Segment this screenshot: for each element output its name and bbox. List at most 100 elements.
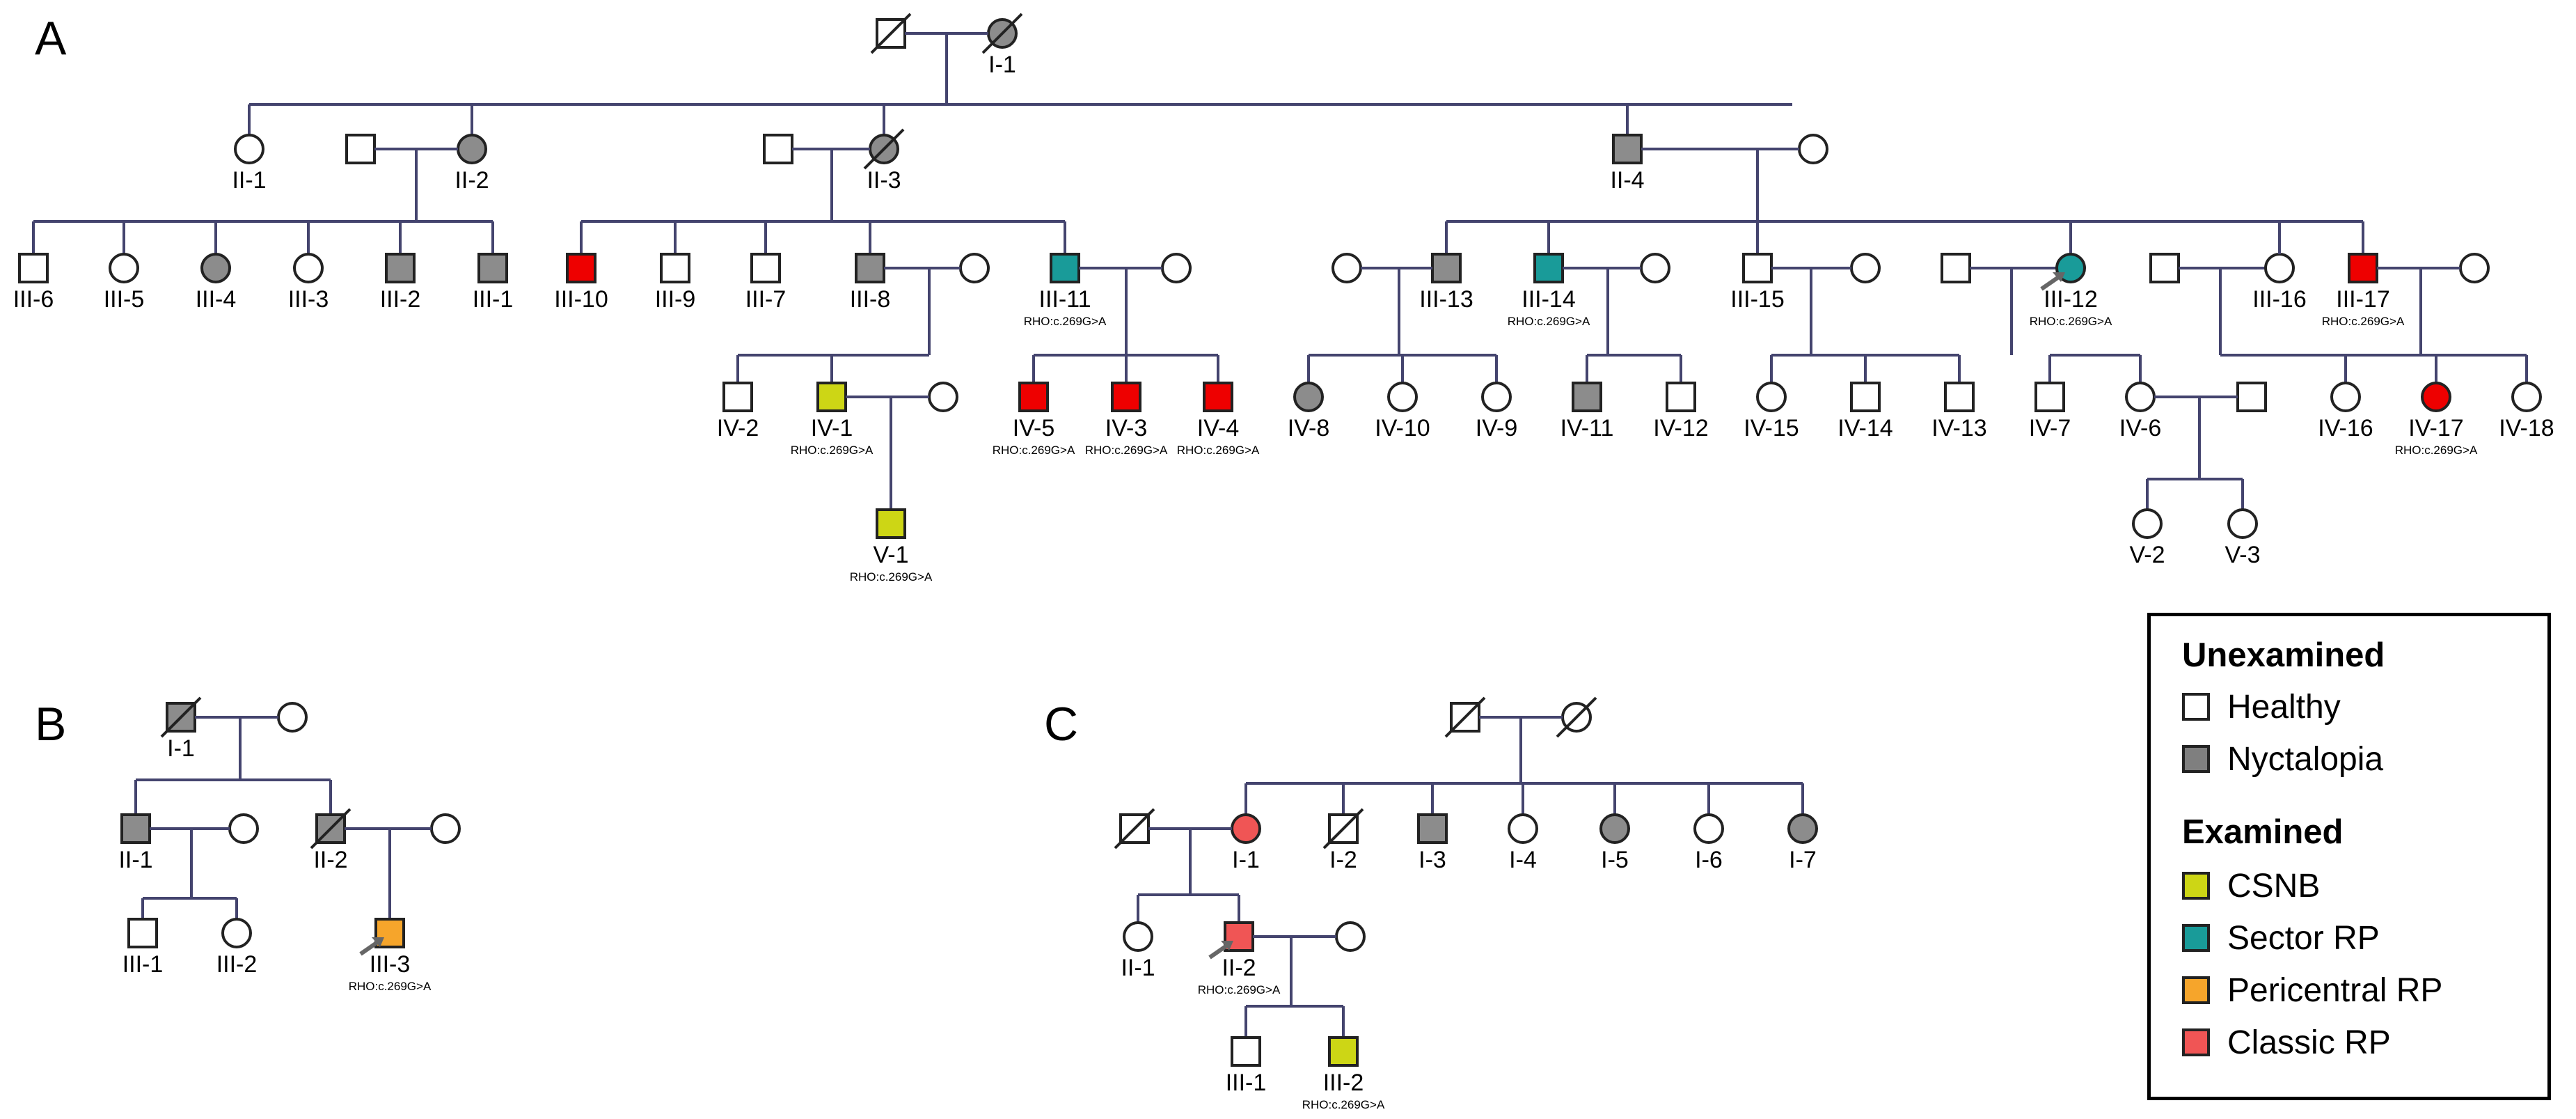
- legend-examined-title: Examined: [2182, 813, 2344, 851]
- female-symbol: [430, 813, 461, 844]
- individual-label: IV-13: [1931, 415, 1986, 441]
- male-symbol: [763, 134, 793, 164]
- legend-swatch-healthy: [2182, 693, 2210, 721]
- individual-label: IV-17: [2408, 415, 2463, 441]
- individual-label: II-2: [455, 167, 489, 194]
- male-symbol: [374, 918, 405, 948]
- individual-label: I-7: [1789, 847, 1817, 873]
- proband-arrow: [2040, 274, 2061, 291]
- mutation-label: RHO:c.269G>A: [2030, 315, 2112, 328]
- individual-label: IV-18: [2499, 415, 2554, 441]
- female-symbol: [1798, 134, 1828, 164]
- individual-label: II-2: [313, 847, 347, 873]
- individual-label: III-6: [13, 286, 54, 313]
- male-symbol: [1612, 134, 1643, 164]
- individual-label: III-7: [745, 286, 787, 313]
- individual-label: IV-9: [1476, 415, 1517, 441]
- male-symbol: [120, 813, 151, 844]
- legend-unexamined-title: Unexamined: [2182, 636, 2385, 674]
- male-symbol: [1533, 253, 1564, 283]
- deceased-mark: [1444, 696, 1486, 738]
- individual-label: IV-14: [1838, 415, 1893, 441]
- individual-label: IV-16: [2318, 415, 2373, 441]
- mutation-label: RHO:c.269G>A: [1024, 315, 1107, 328]
- female-symbol: [293, 253, 324, 283]
- mutation-label: RHO:c.269G>A: [791, 444, 874, 457]
- female-symbol: [277, 702, 308, 733]
- female-symbol: [959, 253, 990, 283]
- mutation-label: RHO:c.269G>A: [850, 570, 933, 584]
- female-symbol: [2132, 508, 2163, 539]
- individual-label: III-2: [380, 286, 421, 313]
- legend-label-nyctalopia: Nyctalopia: [2227, 741, 2384, 778]
- mutation-label: RHO:c.269G>A: [1085, 444, 1168, 457]
- female-symbol: [200, 253, 231, 283]
- female-symbol: [1481, 382, 1512, 412]
- male-symbol: [1231, 1036, 1261, 1067]
- male-symbol: [1431, 253, 1462, 283]
- female-symbol: [2125, 382, 2156, 412]
- male-symbol: [2149, 253, 2180, 283]
- female-symbol: [1640, 253, 1670, 283]
- female-symbol: [221, 918, 252, 948]
- individual-label: I-1: [1232, 847, 1260, 873]
- individual-label: III-17: [2336, 286, 2389, 313]
- legend-swatch-csnb: [2182, 872, 2210, 900]
- proband-arrow-head: [1221, 941, 1233, 950]
- legend-swatch-pericentral-rp: [2182, 976, 2210, 1004]
- female-symbol: [1850, 253, 1881, 283]
- female-symbol: [928, 382, 958, 412]
- individual-label: III-3: [288, 286, 329, 313]
- panel-label: C: [1044, 698, 1078, 751]
- female-symbol: [2227, 508, 2258, 539]
- individual-label: III-14: [1522, 286, 1575, 313]
- female-symbol: [2330, 382, 2361, 412]
- legend-label-classic-rp: Classic RP: [2227, 1024, 2391, 1061]
- male-symbol: [1572, 382, 1602, 412]
- mutation-label: RHO:c.269G>A: [1177, 444, 1260, 457]
- legend-label-healthy: Healthy: [2227, 689, 2341, 726]
- individual-label: III-10: [554, 286, 608, 313]
- individual-label: I-1: [167, 735, 195, 762]
- deceased-mark: [1114, 808, 1155, 850]
- individual-label: II-3: [867, 167, 901, 194]
- male-symbol: [345, 134, 376, 164]
- male-symbol: [1203, 382, 1233, 412]
- individual-label: IV-10: [1375, 415, 1430, 441]
- female-symbol: [2264, 253, 2295, 283]
- individual-label: V-2: [2129, 542, 2165, 568]
- individual-label: IV-1: [811, 415, 853, 441]
- individual-label: IV-2: [717, 415, 759, 441]
- male-symbol: [1666, 382, 1696, 412]
- individual-label: II-4: [1610, 167, 1644, 194]
- male-symbol: [385, 253, 416, 283]
- individual-label: II-1: [232, 167, 266, 194]
- female-symbol: [1161, 253, 1192, 283]
- female-symbol: [1335, 921, 1366, 952]
- male-symbol: [750, 253, 781, 283]
- male-symbol: [2034, 382, 2065, 412]
- male-symbol: [1850, 382, 1881, 412]
- female-symbol: [457, 134, 487, 164]
- individual-label: I-5: [1601, 847, 1629, 873]
- individual-label: I-4: [1509, 847, 1537, 873]
- male-symbol: [1328, 1036, 1359, 1067]
- panel-label: A: [35, 12, 67, 65]
- individual-label: IV-5: [1013, 415, 1054, 441]
- individual-label: III-1: [473, 286, 514, 313]
- female-symbol: [1231, 813, 1261, 844]
- individual-label: III-5: [104, 286, 145, 313]
- individual-label: III-8: [850, 286, 891, 313]
- individual-label: III-1: [1226, 1070, 1267, 1096]
- proband-arrow-head: [2053, 272, 2065, 282]
- individual-label: III-4: [196, 286, 237, 313]
- mutation-label: RHO:c.269G>A: [349, 980, 432, 993]
- female-symbol: [1756, 382, 1787, 412]
- male-symbol: [855, 253, 885, 283]
- individual-label: I-3: [1419, 847, 1446, 873]
- male-symbol: [660, 253, 690, 283]
- deceased-mark: [310, 808, 351, 850]
- individual-label: I-2: [1329, 847, 1357, 873]
- individual-label: III-2: [1323, 1070, 1364, 1096]
- female-symbol: [1293, 382, 1324, 412]
